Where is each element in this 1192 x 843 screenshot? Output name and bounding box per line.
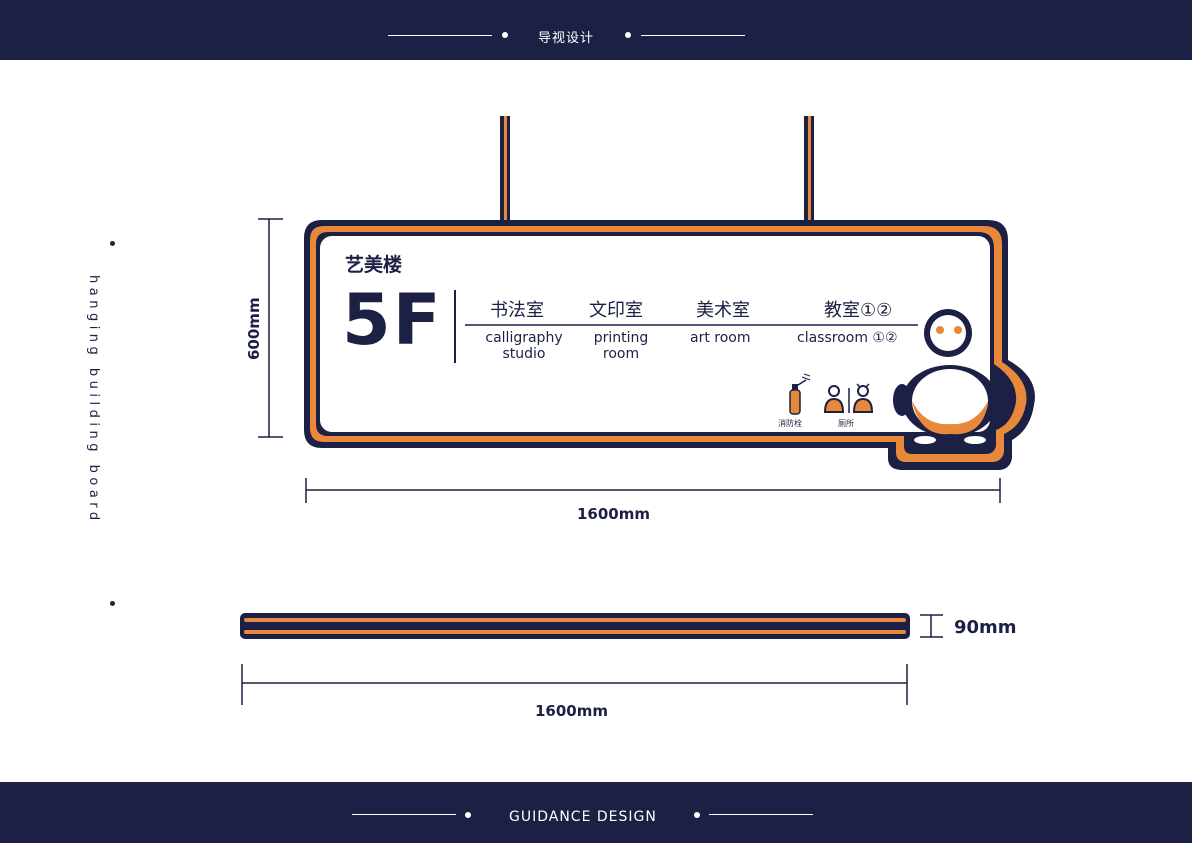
floor-number: 5F	[342, 279, 443, 361]
room-cn-2: 美术室	[696, 300, 750, 321]
room-en-3: classroom ①②	[797, 330, 898, 346]
room-en-0: calligraphy studio	[485, 330, 563, 362]
header-right-dot	[625, 32, 631, 38]
room-cn-1: 文印室	[589, 300, 643, 321]
height-dimension	[258, 218, 283, 438]
footer-left-dot	[465, 812, 471, 818]
room-cn-3: 教室①②	[824, 300, 893, 321]
front-width-label: 1600mm	[577, 505, 651, 523]
footer-right-dot	[694, 812, 700, 818]
building-name: 艺美楼	[345, 254, 403, 276]
room-en-2: art room	[690, 330, 751, 346]
footer-right-line	[709, 814, 813, 815]
restroom-icon	[823, 383, 874, 413]
fire-extinguisher-icon	[789, 373, 811, 415]
facility-label-0: 消防栓	[778, 419, 802, 428]
side-bottom-dot	[110, 601, 115, 606]
thickness-label: 90mm	[954, 617, 1017, 638]
hanging-rods	[500, 116, 814, 222]
header-bar: 导视设计	[0, 0, 1192, 60]
side-width-dimension	[241, 664, 908, 705]
side-view-board	[240, 613, 910, 639]
thickness-dimension	[920, 614, 943, 638]
side-top-dot	[110, 241, 115, 246]
footer-title: GUIDANCE DESIGN	[509, 809, 657, 825]
room-en-1: printing room	[593, 330, 649, 362]
header-title: 导视设计	[538, 31, 595, 46]
header-right-line	[641, 35, 745, 36]
sign-board	[304, 220, 1035, 470]
side-width-label: 1600mm	[535, 702, 609, 720]
mascot-icon	[893, 309, 1007, 451]
header-left-line	[388, 35, 492, 36]
front-height-label: 600mm	[245, 297, 263, 360]
room-cn-0: 书法室	[490, 300, 544, 321]
front-width-dimension	[305, 478, 1001, 503]
facility-label-1: 厕所	[838, 419, 854, 428]
footer-left-line	[352, 814, 456, 815]
header-left-dot	[502, 32, 508, 38]
footer-bar: GUIDANCE DESIGN	[0, 782, 1192, 843]
